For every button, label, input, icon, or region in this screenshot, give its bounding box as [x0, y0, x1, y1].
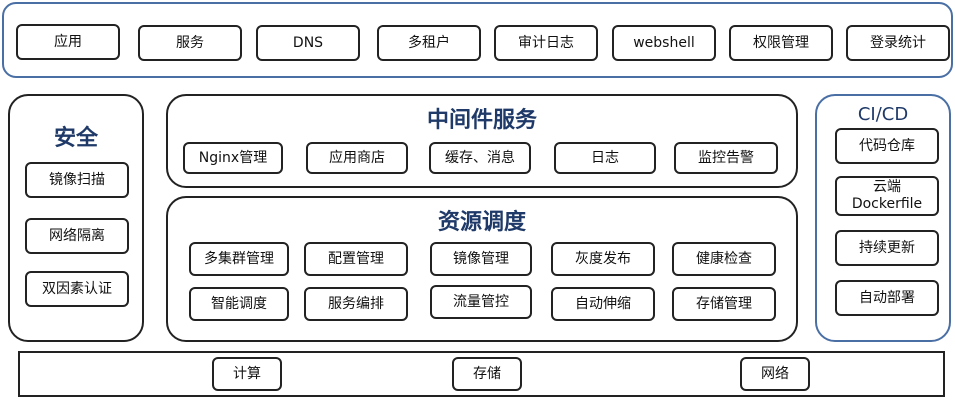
- middleware-item-app-store[interactable]: 应用商店: [306, 142, 408, 174]
- scheduling-item-health-check[interactable]: 健康检查: [672, 242, 776, 276]
- infra-item-storage[interactable]: 存储: [452, 357, 522, 391]
- cicd-title: CI/CD: [857, 104, 909, 125]
- top-item-multitenant[interactable]: 多租户: [377, 25, 481, 61]
- top-item-audit-log[interactable]: 审计日志: [494, 25, 598, 61]
- scheduling-item-autoscaling[interactable]: 自动伸缩: [551, 287, 655, 321]
- scheduling-item-image-mgmt[interactable]: 镜像管理: [430, 242, 532, 276]
- top-item-services[interactable]: 服务: [138, 25, 242, 61]
- infrastructure-bar: 计算 存储 网络: [18, 351, 945, 397]
- middleware-item-nginx[interactable]: Nginx管理: [183, 142, 283, 174]
- scheduling-item-orchestration[interactable]: 服务编排: [304, 287, 408, 321]
- cicd-item-cloud-dockerfile[interactable]: 云端 Dockerfile: [835, 176, 939, 216]
- middleware-item-logs[interactable]: 日志: [554, 142, 656, 174]
- scheduling-item-smart-scheduling[interactable]: 智能调度: [189, 287, 289, 321]
- security-item-two-factor[interactable]: 双因素认证: [25, 271, 129, 307]
- scheduling-item-config[interactable]: 配置管理: [304, 242, 408, 276]
- cicd-item-auto-deploy[interactable]: 自动部署: [835, 280, 939, 316]
- top-item-login-stats[interactable]: 登录统计: [846, 25, 950, 61]
- scheduling-item-storage[interactable]: 存储管理: [672, 287, 776, 321]
- infra-item-compute[interactable]: 计算: [212, 357, 282, 391]
- cicd-panel: CI/CD 代码仓库 云端 Dockerfile 持续更新 自动部署: [815, 94, 951, 342]
- security-item-image-scan[interactable]: 镜像扫描: [25, 162, 129, 198]
- scheduling-item-canary[interactable]: 灰度发布: [551, 242, 655, 276]
- top-item-dns[interactable]: DNS: [256, 25, 360, 61]
- middleware-item-cache-messaging[interactable]: 缓存、消息: [429, 142, 531, 174]
- security-item-network-isolation[interactable]: 网络隔离: [25, 218, 129, 254]
- scheduling-item-multi-cluster[interactable]: 多集群管理: [189, 242, 289, 276]
- cicd-item-continuous-update[interactable]: 持续更新: [835, 230, 939, 266]
- infra-item-network[interactable]: 网络: [740, 357, 810, 391]
- security-panel: 安全 镜像扫描 网络隔离 双因素认证: [8, 94, 144, 342]
- top-feature-bar: 应用 服务 DNS 多租户 审计日志 webshell 权限管理 登录统计: [2, 2, 953, 78]
- security-title: 安全: [53, 126, 98, 151]
- scheduling-title: 资源调度: [437, 210, 526, 235]
- middleware-title: 中间件服务: [426, 108, 537, 133]
- top-item-apps[interactable]: 应用: [16, 24, 120, 60]
- scheduling-panel: 资源调度 多集群管理 配置管理 镜像管理 灰度发布 健康检查 智能调度 服务编排…: [166, 196, 798, 342]
- cicd-item-code-repo[interactable]: 代码仓库: [835, 128, 939, 164]
- top-item-permissions[interactable]: 权限管理: [729, 25, 833, 61]
- middleware-item-monitoring[interactable]: 监控告警: [674, 142, 778, 174]
- top-item-webshell[interactable]: webshell: [612, 25, 716, 61]
- scheduling-item-traffic-control[interactable]: 流量管控: [430, 285, 532, 319]
- middleware-panel: 中间件服务 Nginx管理 应用商店 缓存、消息 日志 监控告警: [166, 94, 798, 188]
